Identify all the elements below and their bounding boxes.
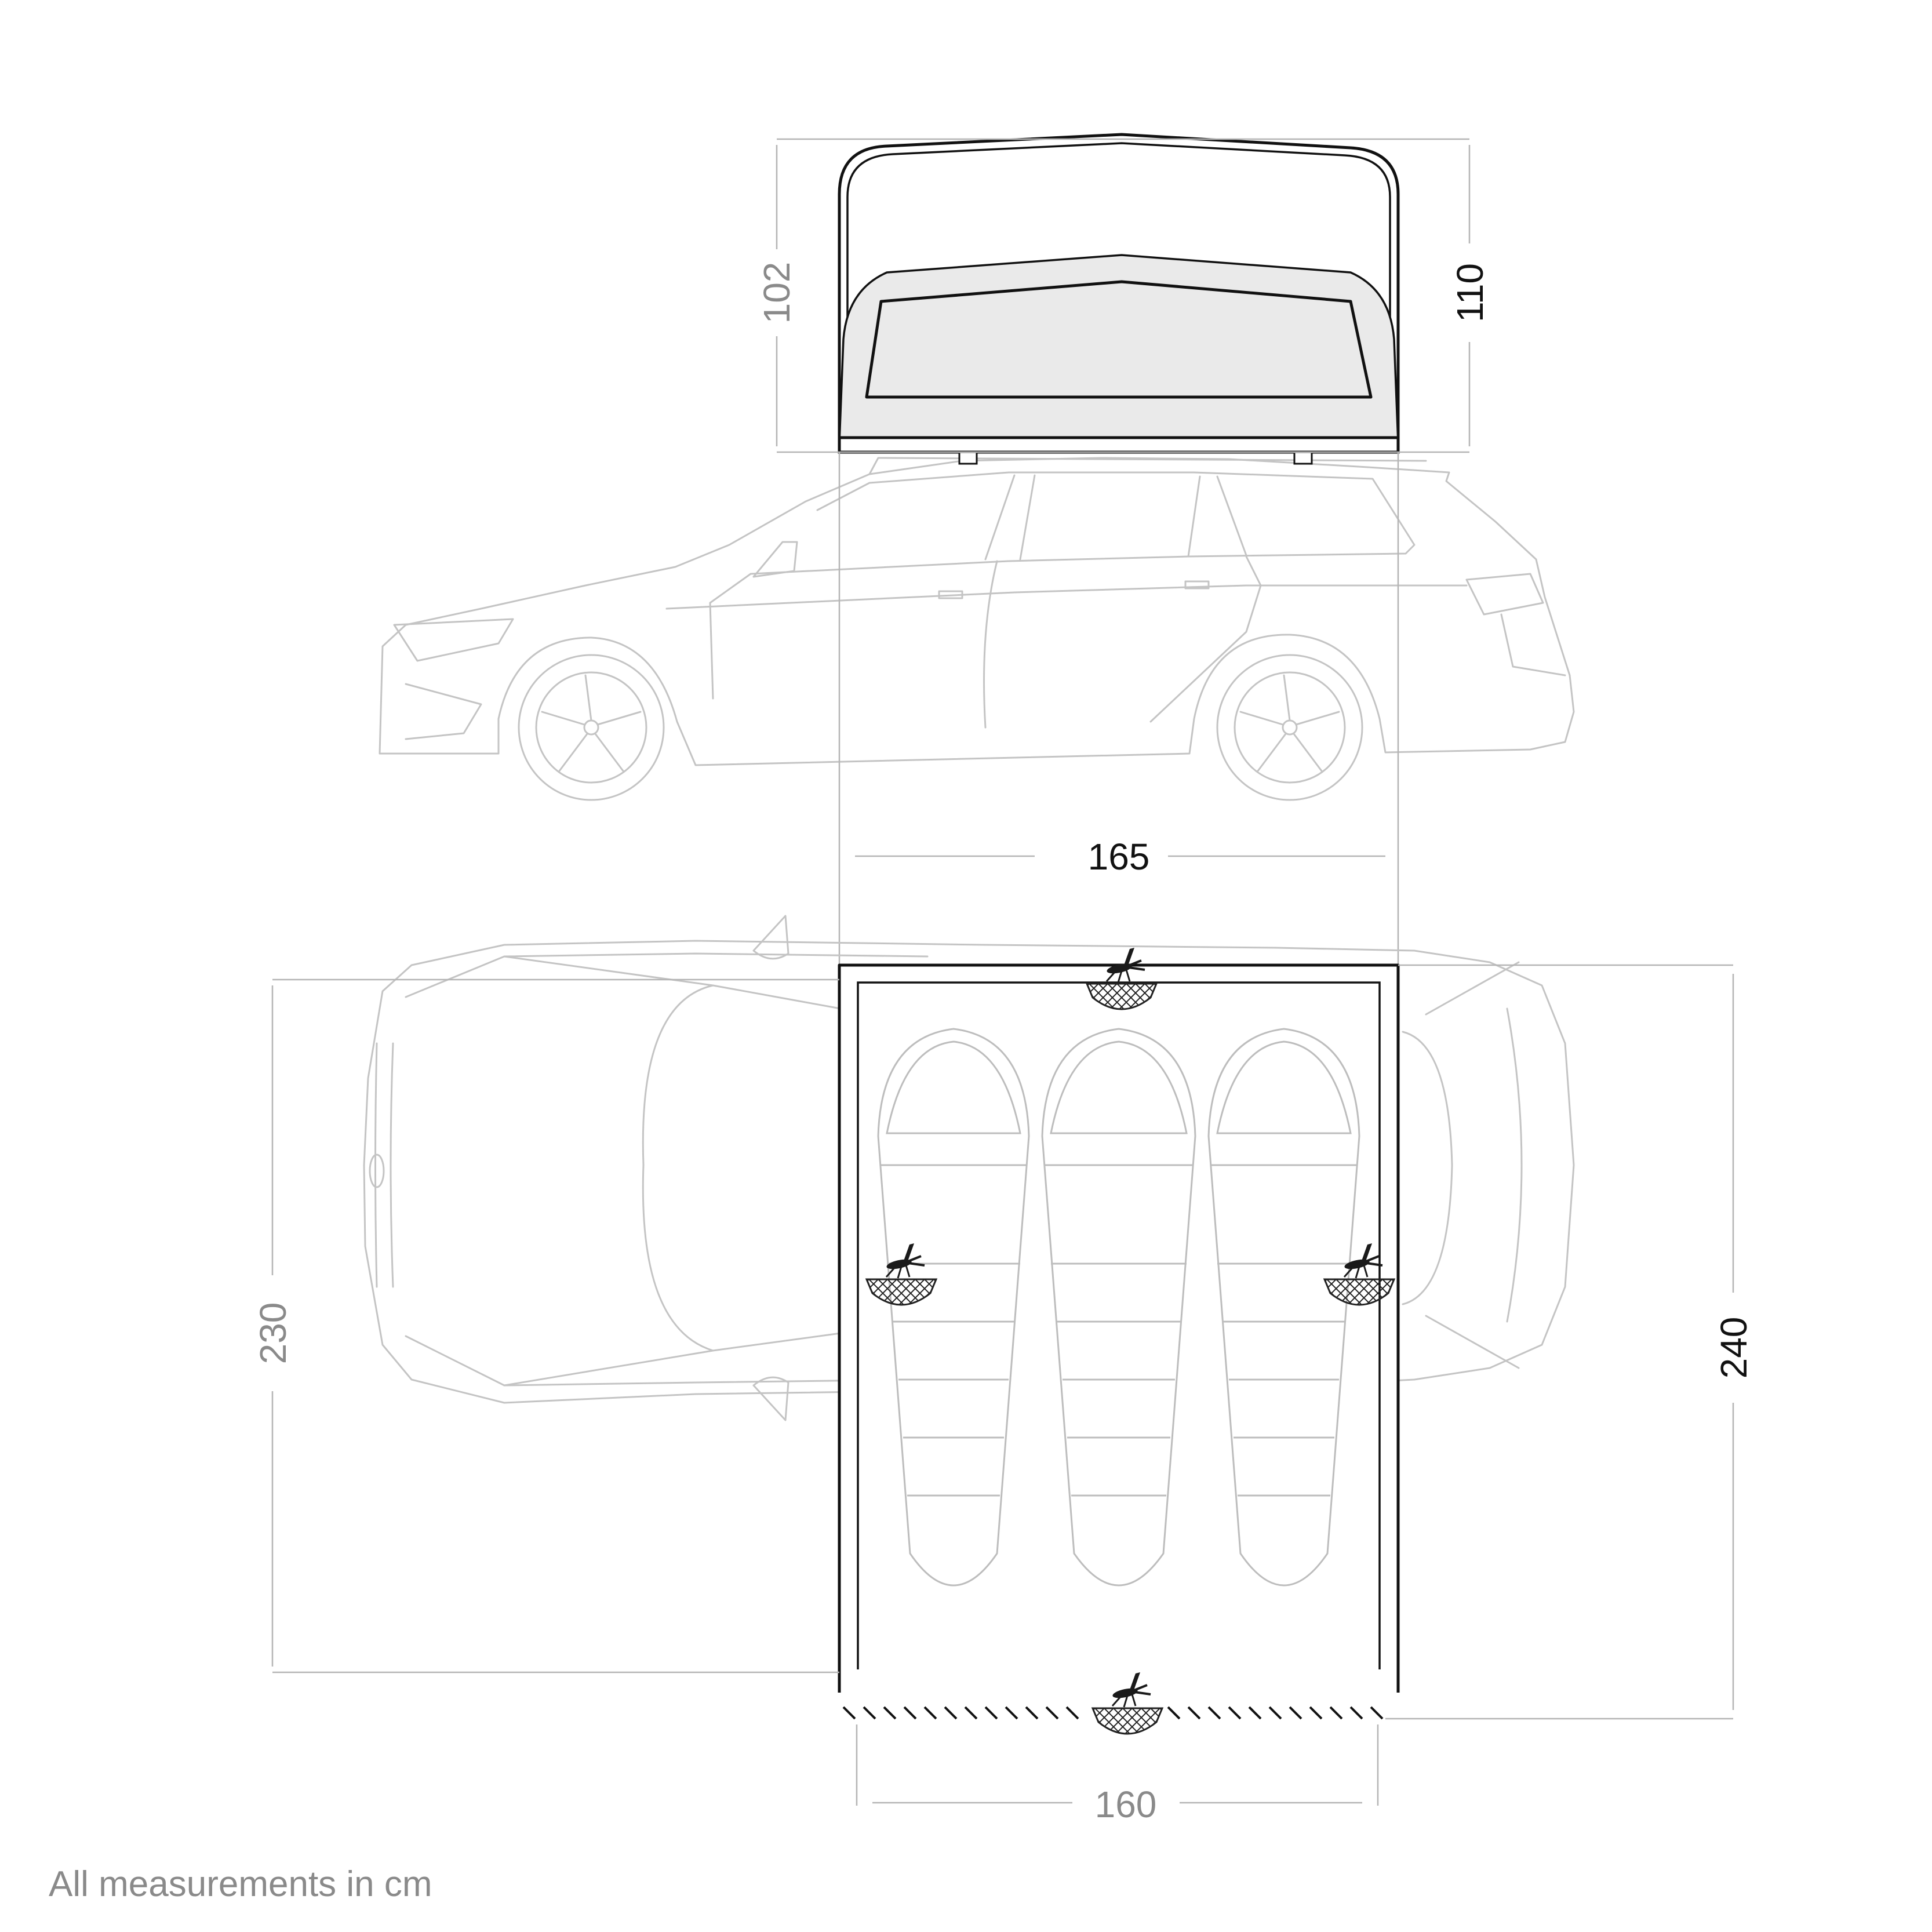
- sleeping-bag-icon: [1041, 1028, 1196, 1587]
- sleeping-bag-icon: [1207, 1028, 1360, 1587]
- car-top-view: [363, 915, 1575, 1421]
- measurement-units-note: All measurements in cm: [49, 1864, 432, 1904]
- tent-side-view: [838, 133, 1400, 465]
- side-width-label: 165: [1088, 836, 1150, 878]
- sleeping-bag-icon: [877, 1028, 1030, 1587]
- side-height-right-label: 110: [1449, 263, 1491, 322]
- plan-length-right-label: 240: [1713, 1317, 1755, 1379]
- side-dimensions: 165 102 110: [756, 138, 1491, 965]
- plan-length-left-label: 230: [252, 1302, 294, 1365]
- side-height-left-label: 102: [756, 262, 798, 324]
- car-side-view: [379, 457, 1575, 801]
- tent-floor-plan: [838, 947, 1400, 1735]
- plan-dimensions: 160 230 240: [252, 964, 1755, 1825]
- plan-width-label: 160: [1095, 1784, 1157, 1825]
